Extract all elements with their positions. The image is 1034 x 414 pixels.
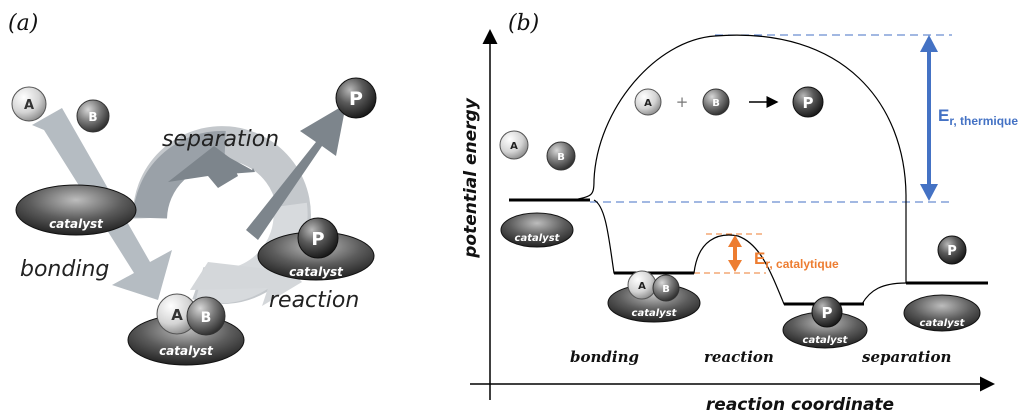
catalyst-right: catalyst P — [257, 217, 375, 281]
catalyst-bottom-b-letter: B — [201, 310, 212, 326]
x-axis-label: reaction coordinate — [706, 395, 894, 414]
stage-label-reaction: reaction — [704, 348, 774, 366]
catalyst-b-bonding: catalyst A B — [607, 270, 701, 323]
free-molecule-b: B — [546, 141, 576, 171]
equation-a-letter: A — [644, 98, 652, 109]
molecule-p: P — [335, 77, 377, 119]
catalytic-barrier-label: Er, catalytique — [754, 249, 839, 271]
catalyst-b-initial: catalyst — [500, 212, 574, 248]
svg-text:catalyst: catalyst — [803, 335, 849, 346]
molecule-a: A — [11, 86, 47, 122]
equation-b-letter: B — [712, 98, 720, 109]
equation-plus: + — [676, 93, 689, 111]
svg-text:B: B — [662, 284, 670, 295]
svg-text:B: B — [557, 152, 565, 163]
svg-text:catalyst: catalyst — [920, 318, 966, 329]
catalyst-bottom-a-letter: A — [171, 306, 183, 324]
equation-p-letter: P — [803, 94, 814, 112]
panel-a-label: (a) — [8, 11, 38, 36]
molecule-p-letter: P — [349, 88, 363, 110]
reaction-arrow — [190, 250, 302, 306]
separation-arrow — [168, 104, 346, 240]
svg-text:P: P — [822, 304, 833, 322]
separation-label: separation — [162, 127, 279, 152]
svg-text:catalyst: catalyst — [515, 233, 561, 244]
thermal-barrier-label: Er, thermique — [938, 106, 1018, 128]
svg-text:A: A — [638, 281, 646, 292]
panel-a: (a) separation bonding reaction A — [8, 11, 377, 366]
panel-b: (b) potential energy reaction coordinate… — [461, 11, 1018, 414]
catalyzed-energy-curve — [593, 199, 907, 305]
free-molecule-a: A — [499, 130, 529, 160]
reaction-equation: A + B P — [634, 86, 824, 118]
free-molecule-p: P — [937, 235, 967, 265]
bonding-label: bonding — [20, 257, 109, 282]
catalyst-bottom: catalyst A B — [127, 293, 245, 366]
stage-label-separation: separation — [862, 348, 951, 366]
svg-text:catalyst: catalyst — [632, 308, 678, 319]
molecule-a-letter: A — [24, 98, 34, 113]
catalyst-b-separation: catalyst — [903, 294, 981, 332]
uncatalyzed-energy-curve — [573, 34, 907, 283]
svg-text:A: A — [510, 141, 518, 152]
svg-text:P: P — [947, 244, 957, 259]
catalyst-b-reaction: catalyst P — [782, 296, 868, 349]
thermal-barrier-arrow — [920, 35, 938, 201]
panel-b-label: (b) — [508, 11, 539, 36]
molecule-b-letter: B — [88, 110, 97, 124]
molecule-b: B — [76, 99, 110, 133]
catalyst-left: catalyst — [15, 184, 137, 236]
y-axis-label: potential energy — [461, 97, 481, 258]
catalyst-right-label: catalyst — [289, 265, 344, 279]
stage-label-bonding: bonding — [570, 348, 639, 366]
catalyst-bottom-label: catalyst — [159, 344, 214, 358]
catalyst-left-label: catalyst — [49, 217, 104, 231]
reaction-label: reaction — [269, 288, 359, 313]
catalytic-barrier-arrow — [728, 235, 742, 272]
catalyst-right-p-letter: P — [311, 229, 324, 250]
